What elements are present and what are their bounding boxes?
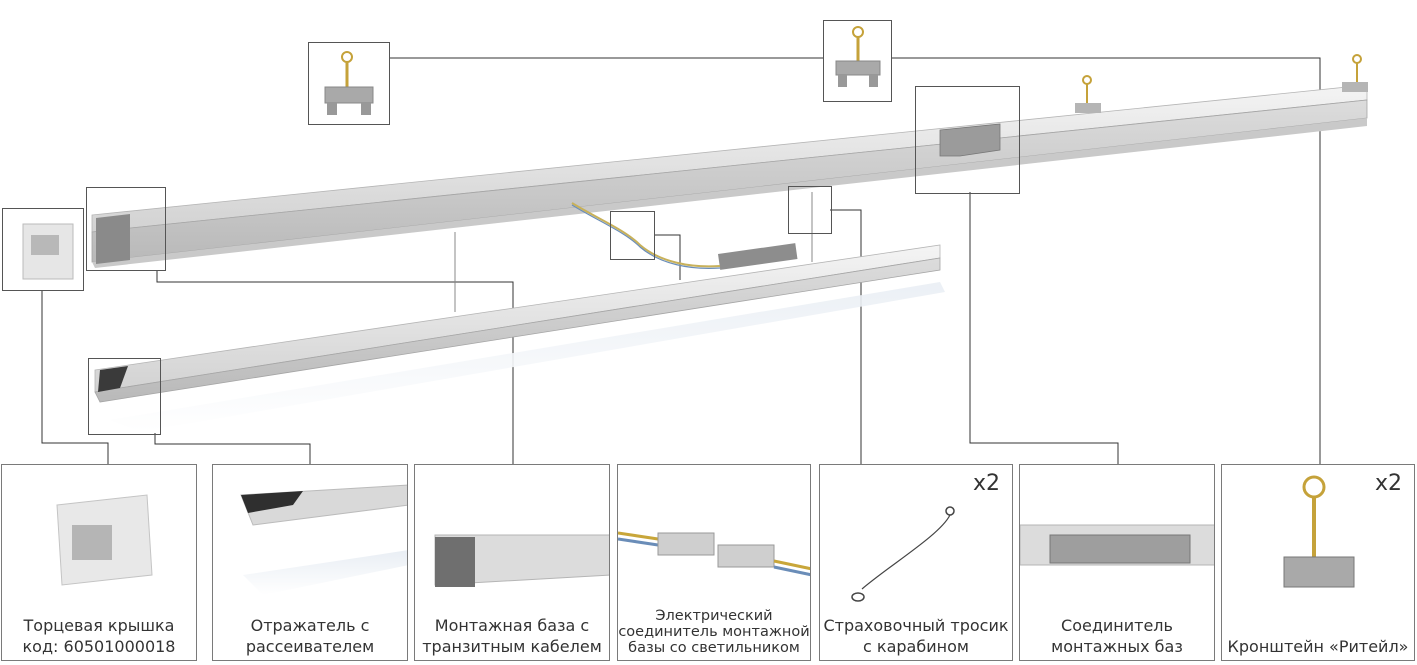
caption-line-1: Торцевая крышка <box>23 616 175 635</box>
caption-line-1: Отражатель с <box>250 616 370 635</box>
quantity-label: x2 <box>1374 471 1402 496</box>
transit-cable <box>571 202 721 268</box>
panel-mounting-base: Монтажная база с транзитным кабелем <box>414 464 610 661</box>
suspension-cables <box>454 192 813 312</box>
caption-line-2: рассеивателем <box>245 637 375 656</box>
quantity-label: x2 <box>972 471 1000 496</box>
thumb-retail-bracket-left <box>308 42 390 125</box>
caption-line-1: Соединитель <box>1061 616 1173 635</box>
safety-cable-illustration <box>851 506 955 602</box>
upper-mounting-rail <box>91 84 1368 268</box>
zoom-box-safety-cable <box>788 186 832 234</box>
panel-electrical-connector: Электрический соединитель монтажной базы… <box>617 464 811 661</box>
base-connector-illustration <box>1020 524 1214 566</box>
panel-base-connector: Соединитель монтажных баз <box>1019 464 1215 661</box>
zoom-box-end-cap <box>86 187 166 271</box>
retail-bracket-illustration <box>1283 475 1355 588</box>
thumb-retail-bracket-center <box>823 20 892 102</box>
reflector-illustration <box>240 484 407 595</box>
electrical-connector-illustration <box>618 531 810 577</box>
zoom-box-base-connector <box>915 86 1020 194</box>
thumb-end-cap <box>2 208 84 291</box>
caption-line-2: соединитель монтажной <box>618 624 810 640</box>
caption-line-2: код: 60501000018 <box>22 637 176 656</box>
caption-line-2: транзитным кабелем <box>422 637 602 656</box>
leader-lines <box>41 57 1321 464</box>
caption-line-1: Страховочный тросик <box>823 616 1009 635</box>
panel-reflector: Отражатель с рассеивателем <box>212 464 408 661</box>
caption-line-3: базы со светильником <box>628 640 800 656</box>
panel-retail-bracket: x2 Кронштейн «Ритейл» <box>1221 464 1415 661</box>
caption-line-2: монтажных баз <box>1051 637 1183 656</box>
mounting-base-illustration <box>434 534 609 587</box>
end-cap-illustration <box>56 494 153 586</box>
zoom-box-reflector <box>88 358 161 435</box>
caption-line-1: Монтажная база с <box>434 616 590 635</box>
panel-safety-cable: x2 Страховочный тросик с карабином <box>819 464 1013 661</box>
lower-luminaire <box>94 243 945 432</box>
caption-line-1: Кронштейн «Ритейл» <box>1227 637 1409 656</box>
zoom-box-connector <box>610 211 655 260</box>
caption-line-2: с карабином <box>863 637 969 656</box>
panel-end-cap: Торцевая крышка код: 60501000018 <box>1 464 197 661</box>
caption-line-1: Электрический <box>655 608 773 624</box>
retail-brackets-on-rail <box>1082 54 1362 103</box>
